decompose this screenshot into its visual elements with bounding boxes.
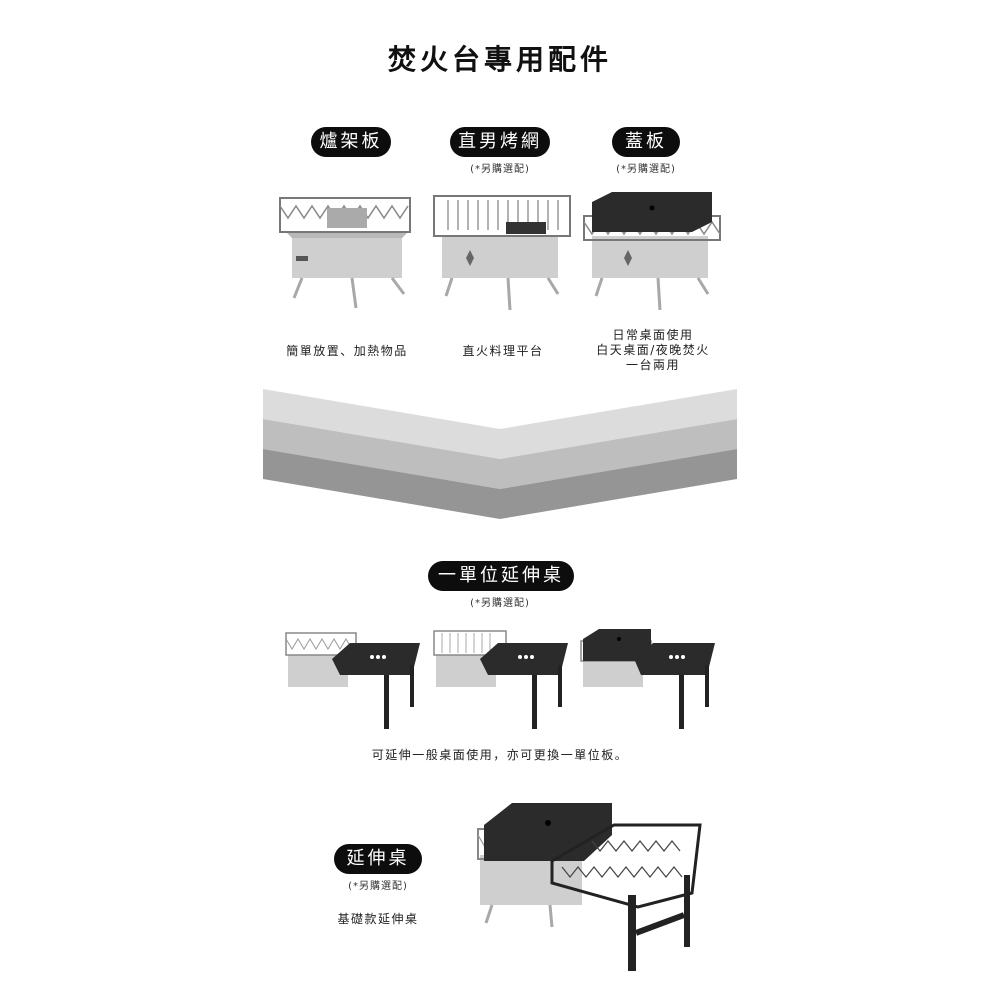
accessory-label-cover-plate: 蓋板 [612,127,680,157]
unit-table-label: 一單位延伸桌 [428,561,574,591]
fire-pit-grill-net-image [428,186,578,316]
caption-line: 白天桌面/夜晚焚火 [596,343,710,357]
page-title: 焚火台專用配件 [387,43,612,76]
unit-table-grill-net-image [428,625,573,735]
accessory-note-cover-plate: (*另購選配) [616,164,676,175]
caption-line: 日常桌面使用 [612,328,694,342]
accessory-caption-cover-plate: 日常桌面使用 白天桌面/夜晚焚火 一台兩用 [578,328,728,373]
fire-pit-cover-plate-image [578,186,728,316]
accessory-caption-rack-plate: 簡單放置、加熱物品 [286,344,408,358]
unit-table-cover-plate-image [575,625,720,735]
accessory-note-grill-net: (*另購選配) [470,164,530,175]
extension-table-note: (*另購選配) [348,881,408,892]
accessory-label-grill-net: 直男烤網 [450,127,550,157]
fire-pit-rack-plate-image [272,186,422,316]
accessory-label-rack-plate: 爐架板 [311,127,391,157]
fire-pit-extension-table-image [472,795,707,975]
extension-table-caption: 基礎款延伸桌 [337,912,419,926]
unit-table-rack-plate-image [280,625,425,735]
accessory-caption-grill-net: 直火料理平台 [462,344,544,358]
extension-table-label: 延伸桌 [334,844,422,874]
caption-line: 一台兩用 [625,358,680,372]
unit-table-note: (*另購選配) [470,598,530,609]
unit-table-caption: 可延伸一般桌面使用，亦可更換一單位板。 [371,748,629,762]
chevron-divider [263,389,737,521]
